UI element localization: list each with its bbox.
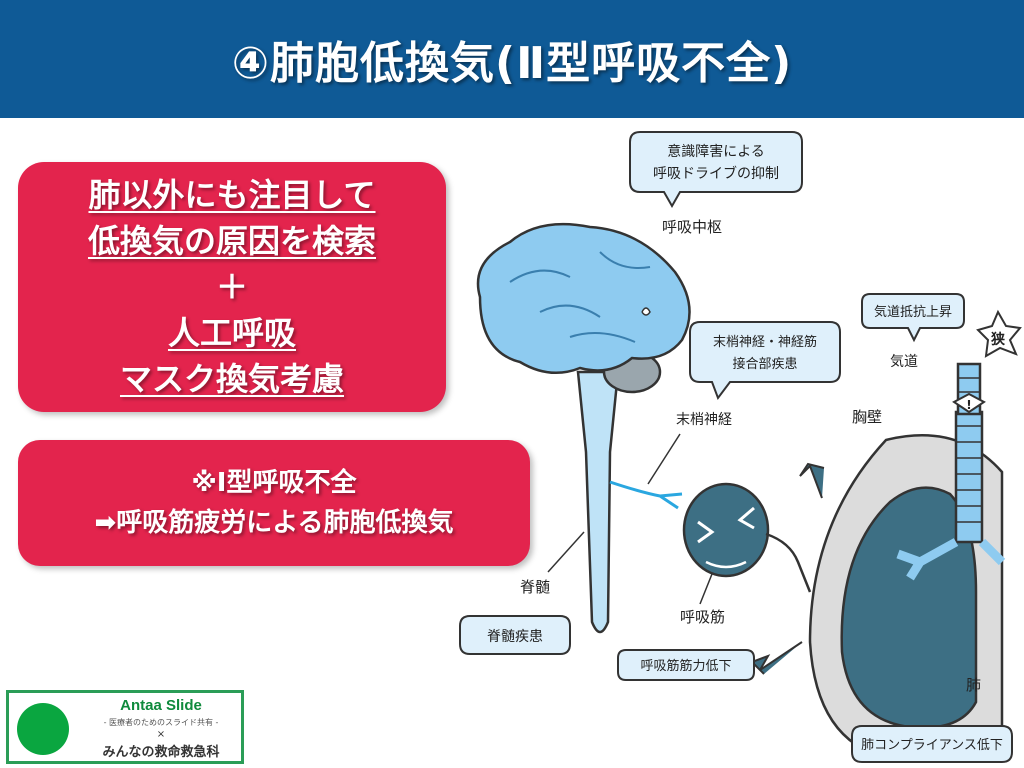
logo-subtitle: - 医療者のためのスライド共有 -	[103, 718, 219, 727]
key-point-line-2: 低換気の原因を検索	[87, 222, 376, 260]
brain	[476, 222, 691, 374]
logo-times: ×	[156, 729, 166, 740]
svg-text:!: !	[966, 398, 971, 412]
label-lung: 肺	[966, 676, 981, 694]
bubble-peripheral-nerve	[689, 321, 841, 401]
bronchus	[896, 538, 959, 581]
spinal-cord	[576, 370, 620, 634]
bubble-peripheral-nerve-line-1: 末梢神経・神経筋	[713, 334, 817, 350]
bubble-respiratory-center-line-1: 意識障害による	[667, 143, 765, 160]
narrowing-badge	[976, 309, 1022, 358]
key-point-line-4: マスク換気考慮	[119, 360, 344, 398]
narrowing-badge-text: 狭	[990, 331, 1006, 348]
bubble-peripheral-nerve-line-2: 接合部疾患	[732, 356, 797, 372]
bubble-spinal-cord-text: 脊髄疾患	[487, 629, 543, 645]
label-respiratory-muscle: 呼吸筋	[680, 608, 725, 626]
label-respiratory-center: 呼吸中枢	[662, 218, 722, 236]
logo-mark-icon	[17, 703, 69, 755]
bubble-respiratory-muscle-text: 呼吸筋筋力低下	[640, 658, 731, 674]
logo-team: みんなの救命救急科	[102, 745, 220, 760]
respiratory-anatomy-illustration: 意識障害による 呼吸ドライブの抑制 呼吸中枢 気道抵抗上昇 気道 狭 末梢神経・…	[459, 131, 1022, 763]
note-line-2: ➡呼吸筋疲労による肺胞低換気	[94, 508, 454, 538]
key-point-plus: ＋	[215, 268, 248, 306]
bubble-respiratory-center-line-2: 呼吸ドライブの抑制	[653, 165, 779, 182]
slide-title: ④肺胞低換気(Ⅱ型呼吸不全)	[231, 38, 793, 89]
bubble-respiratory-center	[629, 131, 803, 209]
label-chest-wall: 胸壁	[852, 408, 882, 426]
key-point-box: 肺以外にも注目して 低換気の原因を検索 ＋ 人工呼吸 マスク換気考慮	[18, 162, 446, 412]
bubble-respiratory-muscle	[617, 649, 755, 681]
key-point-line-3: 人工呼吸	[167, 314, 296, 352]
logo-brand: Antaa Slide	[120, 697, 202, 714]
bubble-airway-resistance-text: 気道抵抗上昇	[874, 304, 952, 320]
peripheral-nerve	[609, 480, 683, 510]
respiratory-muscle	[682, 482, 770, 578]
expansion-arrow-bottom	[750, 641, 803, 675]
label-peripheral-nerve: 末梢神経	[676, 412, 732, 428]
label-airway: 気道	[890, 354, 918, 370]
bubble-lung-compliance	[851, 725, 1013, 763]
slide-header: ④肺胞低換気(Ⅱ型呼吸不全)	[0, 0, 1024, 118]
bubble-spinal-cord	[459, 615, 571, 655]
note-box: ※Ⅰ型呼吸不全 ➡呼吸筋疲労による肺胞低換気	[18, 440, 530, 566]
antaa-slide-logo: Antaa Slide - 医療者のためのスライド共有 - × みんなの救命救急…	[6, 690, 244, 764]
bubble-lung-compliance-text: 肺コンプライアンス低下	[861, 738, 1003, 753]
expansion-arrow-top	[799, 462, 825, 499]
note-line-1: ※Ⅰ型呼吸不全	[191, 468, 357, 498]
label-spinal-cord: 脊髄	[520, 578, 550, 596]
bubble-airway-resistance	[861, 293, 965, 343]
key-point-line-1: 肺以外にも注目して	[88, 176, 376, 214]
